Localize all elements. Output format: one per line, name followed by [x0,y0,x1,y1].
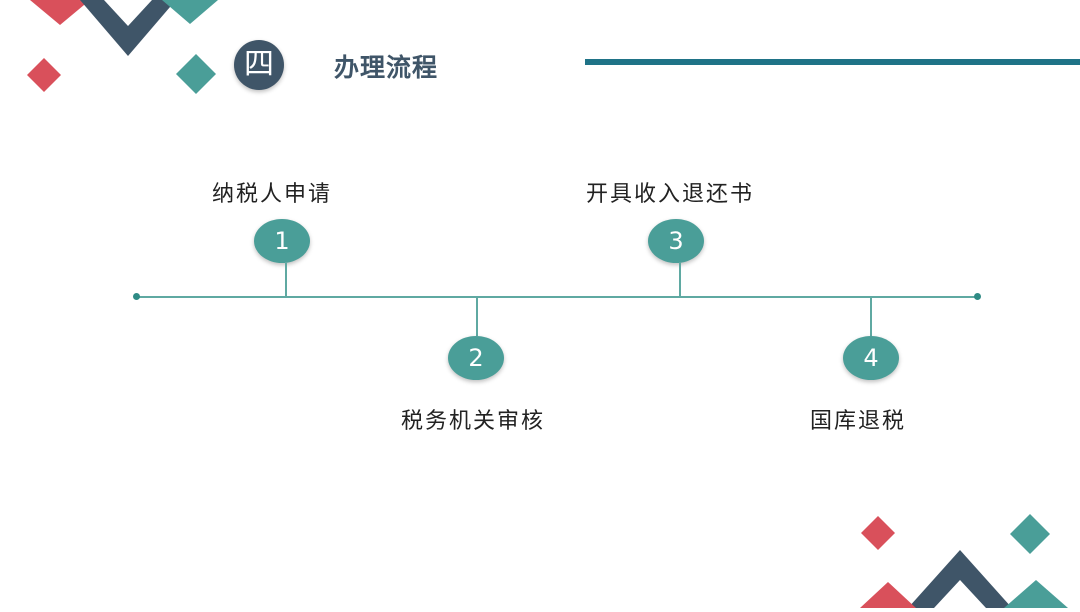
decor-diamonds-bottom-right [860,514,1068,608]
teal-diamond-small-br [1010,514,1050,554]
red-diamond-small-br [861,516,895,550]
teal-diamond-top [162,0,218,24]
step-1-circle: 1 [254,219,310,263]
white-diamond-bottom [934,580,986,608]
navy-diamond-top [80,0,176,56]
step-2-circle: 2 [448,336,504,380]
step-1-connector [285,262,287,296]
step-3-connector [679,262,681,296]
step-4-connector [870,298,872,336]
timeline-line [136,296,978,298]
header-divider [585,59,1080,65]
decoration-top-left [0,0,240,110]
teal-diamond-small [176,54,216,94]
step-4-label: 国库退税 [810,409,907,434]
step-4-circle: 4 [843,336,899,380]
step-3-label: 开具收入退还书 [586,182,755,207]
section-number-badge: 四 [234,40,284,90]
red-diamond-small [27,58,61,92]
timeline-end-dot [974,293,981,300]
step-3-circle: 3 [648,219,704,263]
step-2-connector [476,298,478,336]
step-1-label: 纳税人申请 [212,182,333,207]
red-diamond-top [30,0,90,25]
red-diamond-bottom [860,582,916,608]
teal-diamond-bottom [1004,580,1068,608]
decoration-bottom-right [840,500,1080,608]
step-2-label: 税务机关审核 [401,409,546,434]
timeline-start-dot [133,293,140,300]
decor-diamonds-top-left [27,0,218,94]
page-title: 办理流程 [334,53,439,82]
navy-diamond-bottom [908,550,1012,608]
white-diamond-top [104,0,152,26]
